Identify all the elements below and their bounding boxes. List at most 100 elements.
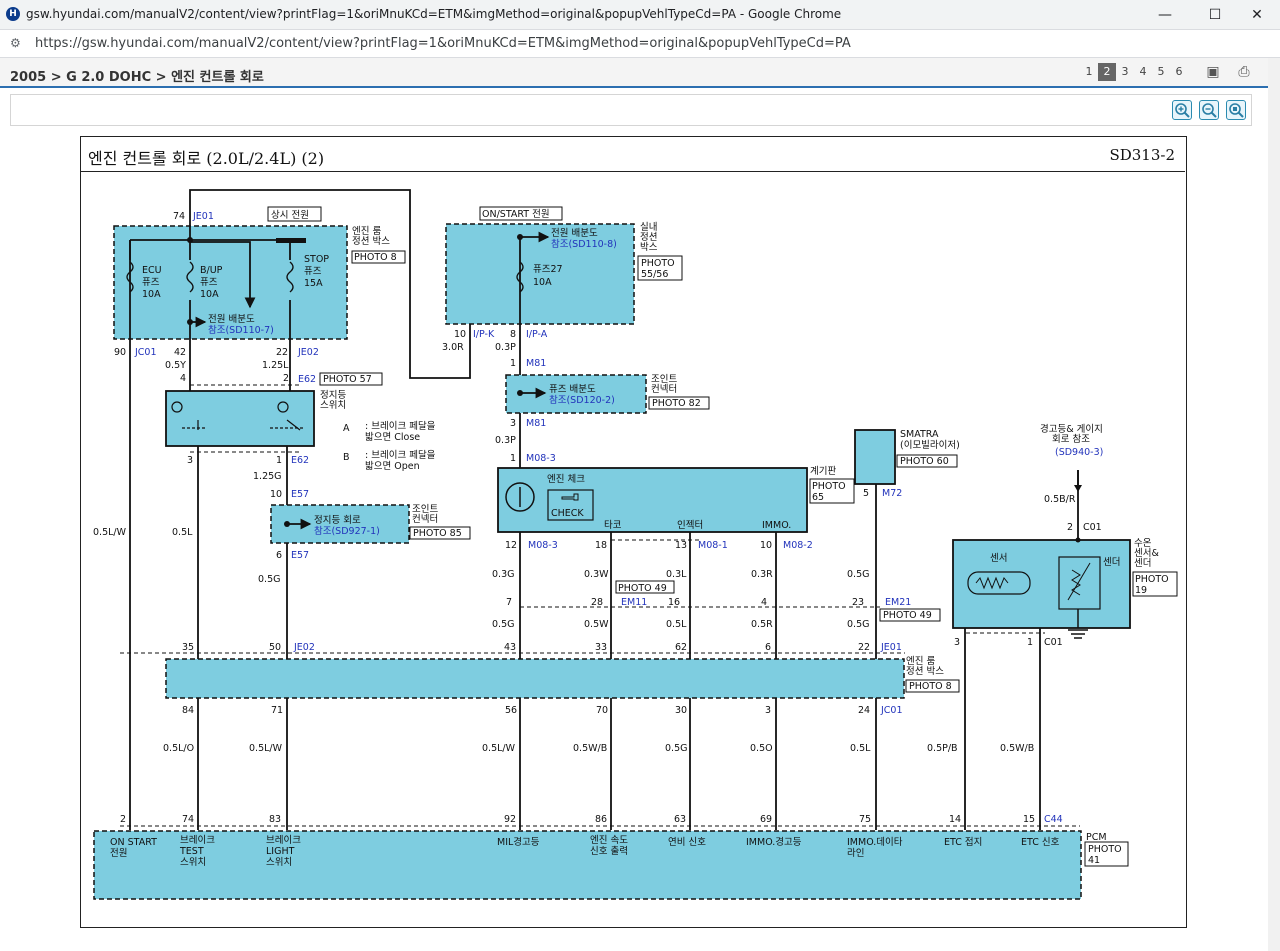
site-settings-icon[interactable]: ⚙ [10,36,21,50]
lbl-p2: 2 [283,373,289,384]
lbl-p1-m083: 1 [510,453,516,464]
hyundai-logo-icon: H [6,7,20,21]
lbl-engine-check: 엔진 체크 [547,474,585,485]
lbl-jc01-a: JC01 [134,347,157,358]
lbl-photo8-a: PHOTO 8 [354,252,397,263]
lbl-p70: 70 [596,705,608,716]
lbl-p8: 8 [510,329,516,340]
lbl-ref-sd120-2: 참조(SD120-2) [549,395,615,406]
page-6-button[interactable]: 6 [1175,65,1183,78]
lbl-p84: 84 [182,705,194,716]
lbl-ipk: I/P-K [473,329,495,340]
lbl-w05l-b: 0.5L [666,619,687,630]
lbl-w05lw-c: 0.5L/W [482,743,516,754]
lbl-photo57: PHOTO 57 [323,374,372,385]
lbl-p75: 75 [859,814,871,825]
zoom-out-icon[interactable] [1199,100,1219,120]
zoom-fit-icon[interactable] [1226,100,1246,120]
lbl-p90: 90 [114,347,126,358]
lbl-ipa: I/P-A [526,329,548,340]
maximize-button[interactable]: ☐ [1208,7,1222,23]
lbl-p18: 18 [595,540,607,551]
minimize-button[interactable]: — [1158,7,1172,23]
close-button[interactable]: ✕ [1251,7,1263,23]
lbl-je02-b: JE02 [293,642,315,653]
page-5-button[interactable]: 5 [1157,65,1165,78]
page-scrollbar[interactable] [1268,58,1280,951]
lbl-w05g-e: 0.5G [665,743,687,754]
lbl-p1-e62: 1 [276,455,282,466]
lbl-je01: JE01 [192,211,214,222]
lbl-p50: 50 [269,642,281,653]
lbl-ref-sd110-8: 참조(SD110-8) [551,239,617,250]
page-3-button[interactable]: 3 [1121,65,1129,78]
lbl-p71: 71 [271,705,283,716]
lbl-always-power: 상시 전원 [271,210,309,221]
lbl-fuel-signal: 연비 신호 [668,837,706,848]
diagram-code: SD313-2 [1109,146,1175,164]
page-2-button[interactable]: 2 [1098,63,1116,81]
lbl-p3-l: 3 [187,455,193,466]
lbl-w125l: 1.25L [262,360,289,371]
lbl-photo82: PHOTO 82 [652,398,701,409]
lbl-on-start-power: ON/START 전원 [482,209,550,220]
lbl-p56: 56 [505,705,517,716]
lbl-w03p-b: 0.3P [495,435,516,446]
lbl-m083-b: M08-3 [528,540,558,551]
lbl-photo8-b: PHOTO 8 [909,681,952,692]
lbl-p10-m: 10 [760,540,772,551]
stop-fuse-symbol [286,261,294,293]
lbl-ref-sd927-1: 참조(SD927-1) [314,526,380,537]
engine-check-lamp-icon [505,482,535,512]
print-icon[interactable]: ⎙ [1238,64,1250,80]
lbl-je02-a: JE02 [297,347,319,358]
lbl-w05wb-b: 0.5W/B [1000,743,1034,754]
lbl-p4: 4 [180,373,186,384]
lbl-m081: M08-1 [698,540,728,551]
lbl-sensor: 센서 [990,553,1007,564]
lbl-p6: 6 [765,642,771,653]
lbl-w125g: 1.25G [253,471,282,482]
lbl-em11: EM11 [621,597,647,608]
lbl-e62-b: E62 [291,455,309,466]
url-text[interactable]: https://gsw.hyundai.com/manualV2/content… [35,36,851,51]
lbl-p1-m81: 1 [510,358,516,369]
lbl-p43: 43 [504,642,516,653]
wire-je01-top [189,189,471,379]
lbl-jc01-b: JC01 [880,705,903,716]
lbl-w03p-a: 0.3P [495,342,516,353]
screen-capture-icon[interactable]: ▣ [1206,64,1220,80]
lbl-w30r: 3.0R [442,342,464,353]
lbl-etc-ground: ETC 접지 [944,836,982,848]
lbl-p10-e57: 10 [270,489,282,500]
lbl-photo60: PHOTO 60 [900,456,949,467]
zoom-in-icon[interactable] [1172,100,1192,120]
browser-titlebar: H gsw.hyundai.com/manualV2/content/view?… [0,0,1280,30]
lbl-m083-a: M08-3 [526,453,556,464]
lbl-etc-signal: ETC 신호 [1021,837,1060,848]
lbl-contact-b: B [343,452,350,463]
lbl-p28: 28 [591,597,603,608]
page-4-button[interactable]: 4 [1139,65,1147,78]
lbl-p14: 14 [949,814,961,825]
lbl-p12: 12 [505,540,517,551]
page-1-button[interactable]: 1 [1085,65,1093,78]
lbl-p74: 74 [182,814,194,825]
lbl-p83: 83 [269,814,281,825]
lbl-mil-lamp: MIL경고등 [497,836,540,848]
lbl-cluster: 계기판 [810,465,836,477]
lbl-w05o: 0.5O [750,743,773,754]
lbl-sender: 센더 [1103,557,1120,568]
